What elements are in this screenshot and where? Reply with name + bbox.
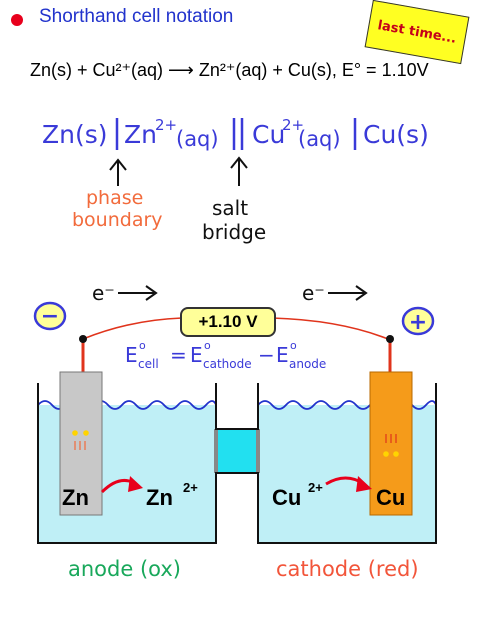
electron-right: e⁻ — [302, 281, 325, 305]
notation-anode-ion: Zn — [124, 120, 157, 149]
copper-ion-label: Cu — [272, 485, 301, 510]
junction-left — [79, 335, 87, 343]
reduction-arrow — [325, 476, 372, 492]
notation-cathode-charge: 2+ — [282, 116, 304, 134]
ecell-e3: E — [276, 343, 289, 367]
ecell-deg1: o — [139, 339, 146, 352]
slide-title: Shorthand cell notation — [39, 6, 234, 27]
phase-boundary-label-2: boundary — [72, 209, 163, 231]
negative-sign: − — [41, 304, 59, 329]
wire-right — [271, 317, 389, 340]
salt-bridge-label-2: bridge — [202, 220, 266, 244]
bullet-dot — [11, 14, 23, 26]
copper-ion-charge: 2+ — [308, 480, 323, 495]
electron-left: e⁻ — [92, 281, 115, 305]
reaction-equation: Zn(s) + Cu²⁺(aq) ⟶ Zn²⁺(aq) + Cu(s), E° … — [30, 60, 429, 80]
negative-terminal: − — [33, 301, 67, 331]
electron-flow-arrow-left — [118, 285, 158, 301]
phase-boundary-label-1: phase — [86, 187, 143, 209]
notation-cathode-solid: Cu(s) — [363, 120, 429, 149]
ecell-equation: E o cell = E o cathode − E o anode — [125, 339, 326, 371]
junction-right — [386, 335, 394, 343]
beaker-outline-top — [215, 383, 259, 430]
beaker-outline-bottom — [37, 383, 437, 544]
ecell-deg3: o — [290, 339, 297, 352]
cell-notation: Zn(s) Zn 2+ (aq) Cu 2+ (aq) Cu(s) — [42, 116, 429, 151]
ecell-sub-cathode: cathode — [203, 357, 252, 371]
copper-electrode — [369, 371, 413, 516]
ecell-deg2: o — [204, 339, 211, 352]
ecell-equals: = — [170, 343, 187, 367]
salt-bridge-arrow — [230, 156, 248, 186]
zinc-electrode — [59, 371, 103, 516]
zinc-ion-charge: 2+ — [183, 480, 198, 495]
notation-anode-charge: 2+ — [155, 116, 177, 134]
ecell-e2: E — [190, 343, 203, 367]
voltmeter-display: +1.10 V — [180, 307, 276, 337]
zinc-ion-label: Zn — [146, 485, 173, 510]
ecell-sub-anode: anode — [289, 357, 326, 371]
phase-boundary-arrow — [109, 158, 127, 186]
zinc-electrode-label: Zn — [62, 485, 89, 510]
positive-sign: + — [409, 310, 427, 335]
salt-bridge-plug — [215, 428, 259, 474]
notation-cathode-state: (aq) — [298, 127, 341, 151]
oxidation-arrow — [100, 476, 143, 494]
notation-cathode-ion: Cu — [252, 120, 285, 149]
notation-anode-state: (aq) — [176, 127, 219, 151]
anode-caption: anode (ox) — [68, 557, 181, 581]
ecell-minus: − — [258, 343, 275, 367]
cathode-caption: cathode (red) — [276, 557, 419, 581]
ecell-e1: E — [125, 343, 138, 367]
electron-flow-arrow-right — [328, 285, 368, 301]
copper-electrode-marks — [383, 434, 399, 457]
salt-bridge-label-1: salt — [212, 196, 248, 220]
notation-anode-solid: Zn(s) — [42, 120, 108, 149]
zinc-electrode-marks — [72, 430, 89, 450]
copper-electrode-label: Cu — [376, 485, 405, 510]
wire-left — [82, 317, 183, 340]
ecell-sub-cell: cell — [138, 357, 159, 371]
positive-terminal: + — [401, 306, 435, 336]
